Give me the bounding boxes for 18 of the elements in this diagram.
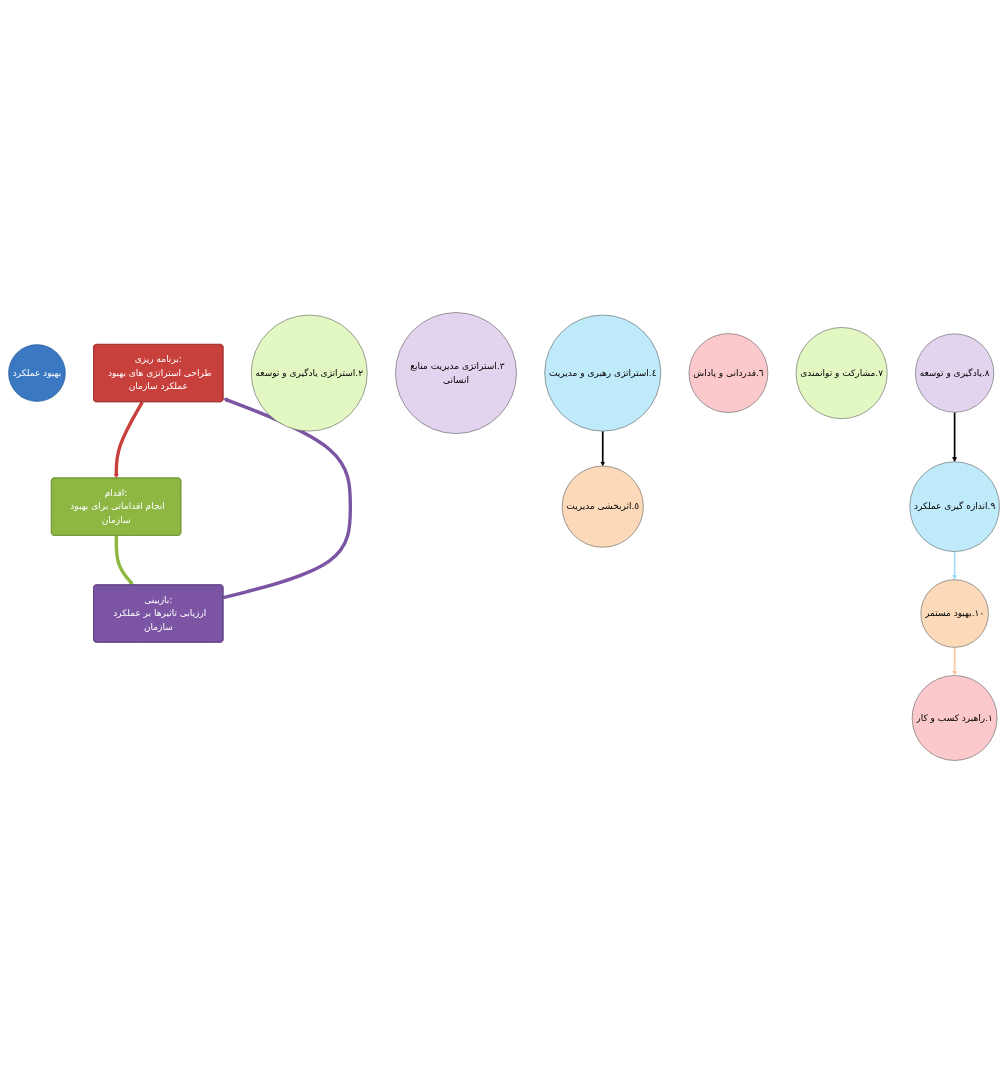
node-circle: ٦.قدردانی و پاداش: [688, 333, 769, 413]
arrow: [952, 550, 958, 580]
node-circle: ٨.یادگیری و توسعه: [915, 333, 995, 413]
node-circle: ٣.استراتژی مدیریت منابع انسانی: [395, 312, 517, 434]
arrow: [114, 535, 134, 586]
arrow: [113, 401, 144, 479]
node-circle: ٢.استراتژی یادگیری و توسعه: [250, 314, 368, 432]
arrow: [600, 430, 606, 467]
node-circle: ٩.اندازه گیری عملکرد: [909, 461, 1000, 552]
node-circle: ٥.اثربخشی مدیریت: [561, 465, 644, 548]
arrow: [222, 397, 353, 600]
arrow: [952, 411, 958, 462]
node-circle: بهبود عملکرد: [8, 344, 66, 402]
node-circle: ١٠.بهبود مستمر: [920, 579, 989, 648]
node-circle: ٤.استراتژی رهبری و مدیریت: [544, 314, 662, 432]
node-circle: ٧.مشارکت و توانمندی: [795, 327, 888, 419]
arrow: [952, 646, 958, 676]
node-circle: ١.راهبرد کسب و کار: [911, 675, 998, 761]
